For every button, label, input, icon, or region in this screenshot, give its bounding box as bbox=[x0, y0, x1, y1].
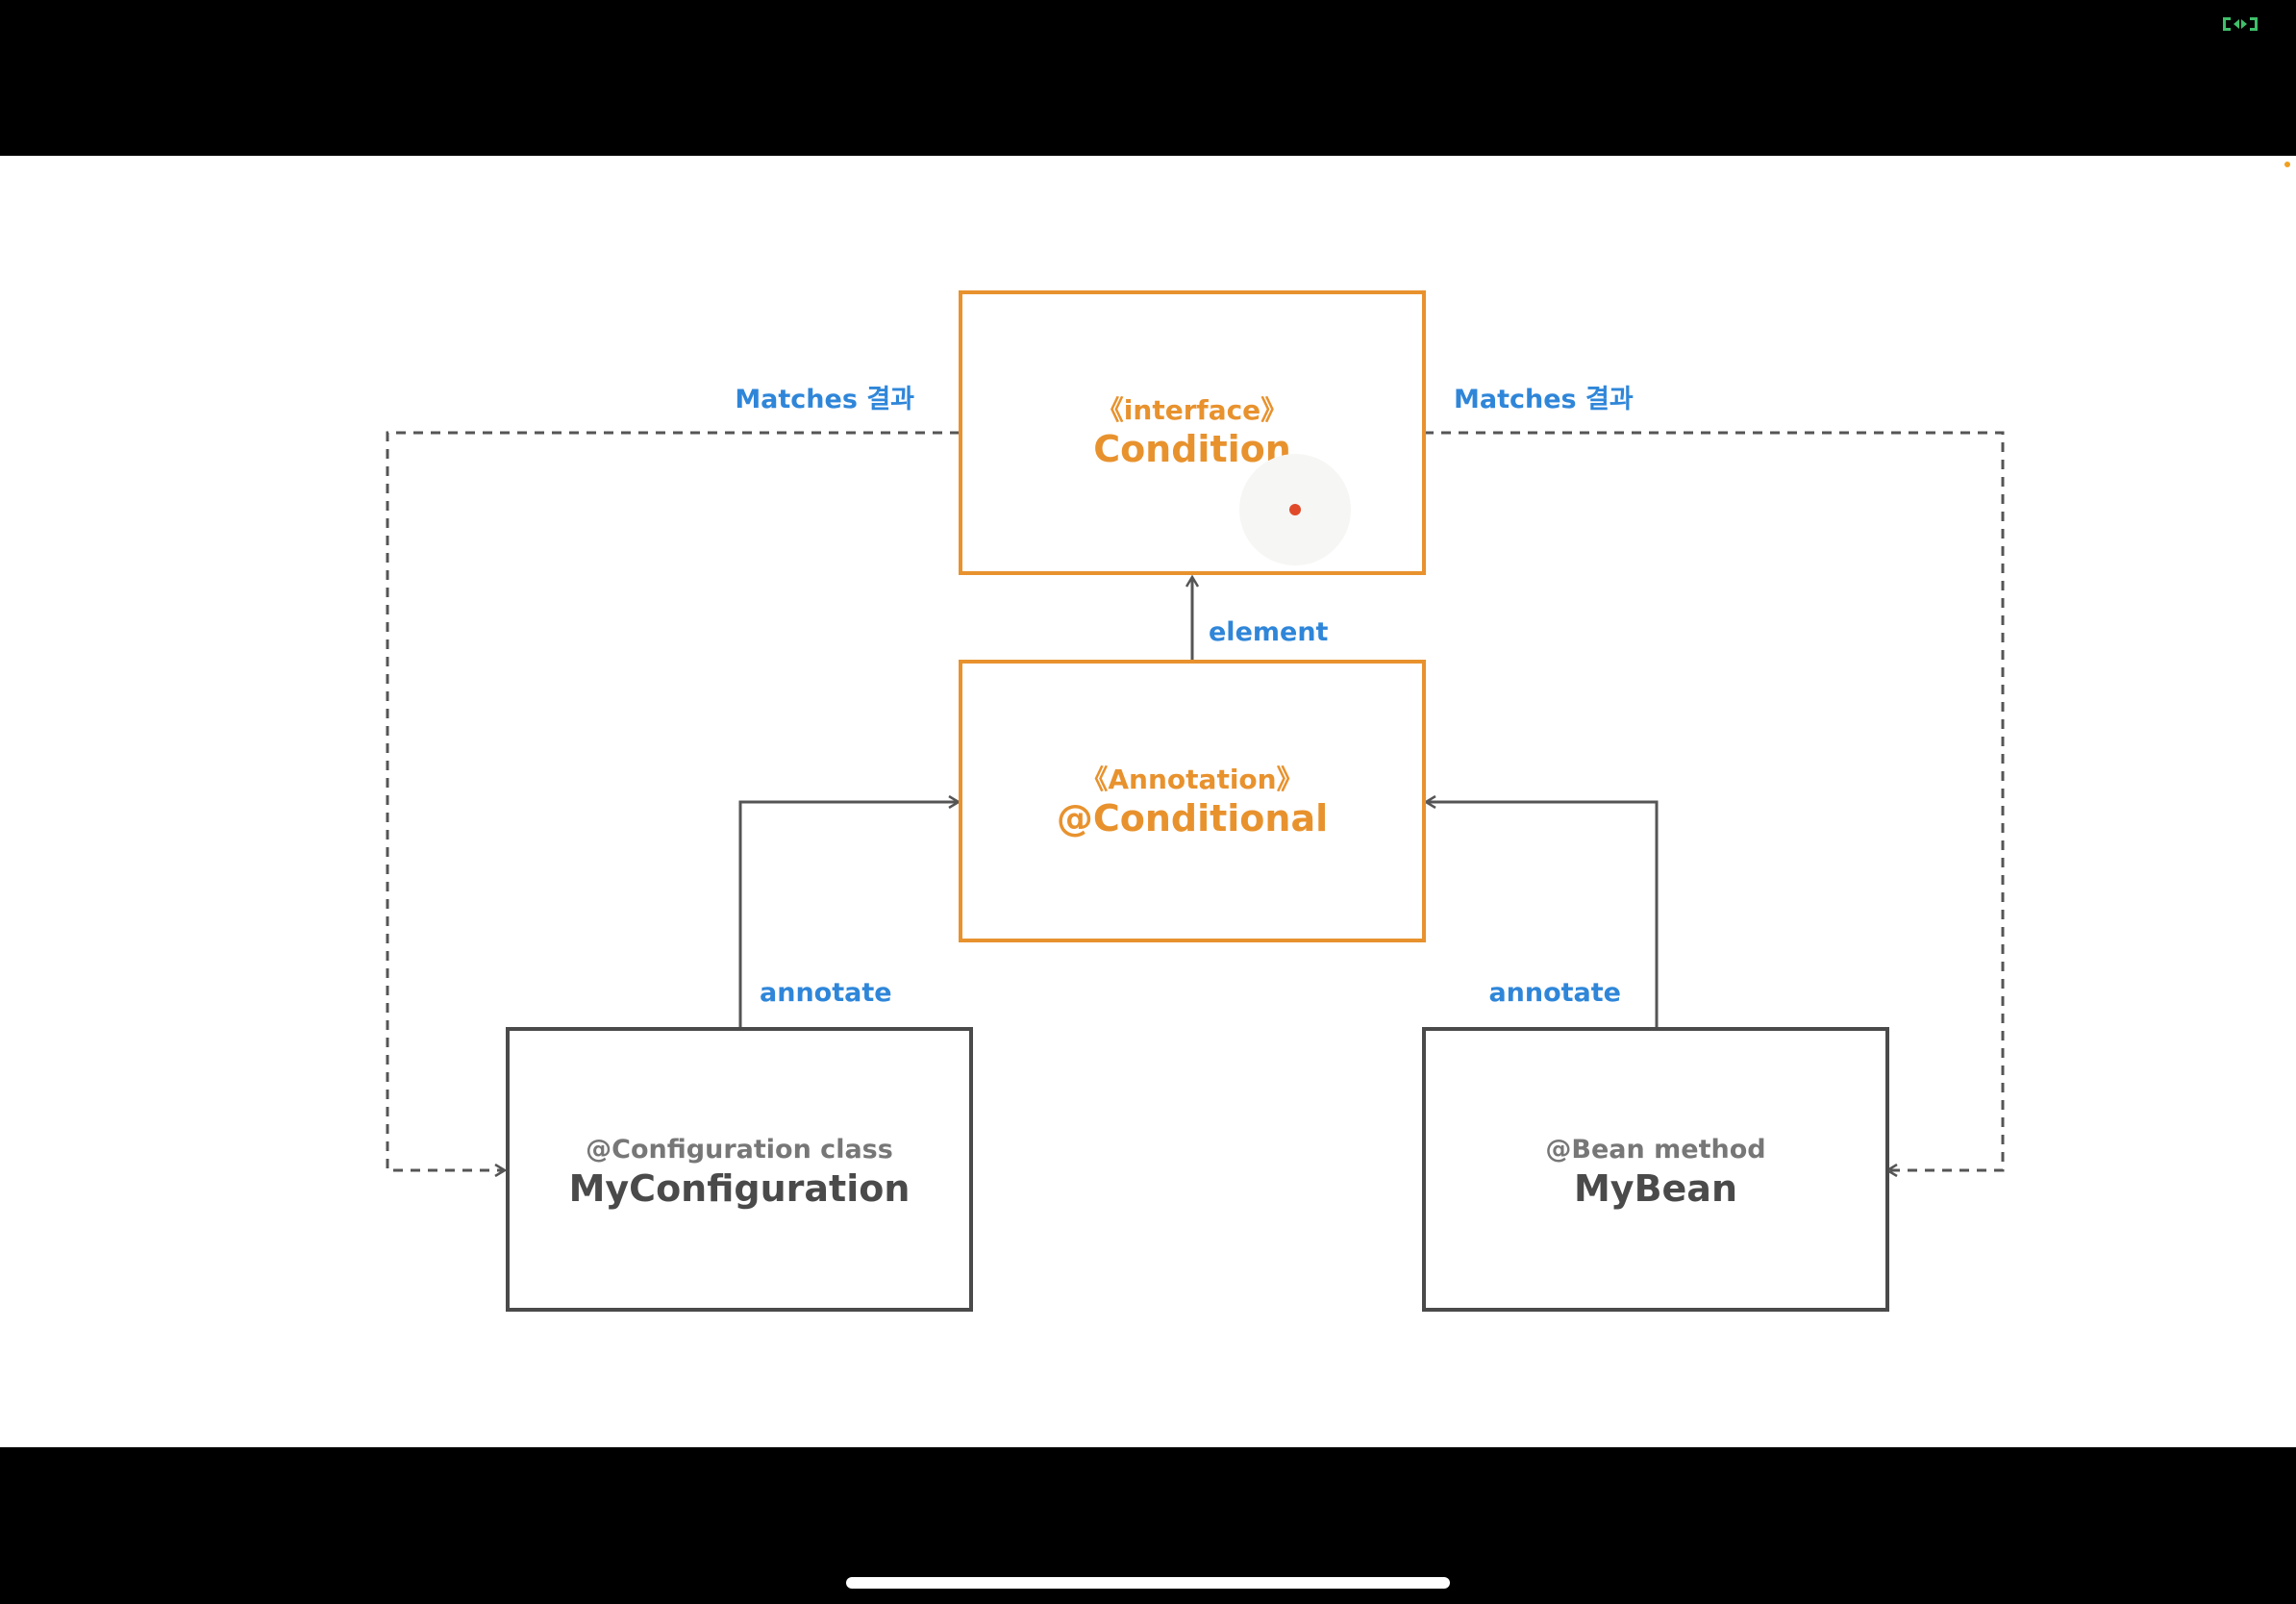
matches-left-label: Matches 결과 bbox=[735, 385, 914, 414]
matches-right-label: Matches 결과 bbox=[1454, 385, 1634, 414]
conditional-title: @Conditional bbox=[1057, 797, 1328, 840]
element-label: element bbox=[1209, 617, 1329, 647]
fullscreen-icon[interactable] bbox=[2221, 15, 2259, 33]
my-configuration-stereotype: @Configuration class bbox=[586, 1135, 893, 1165]
annotate-left-label: annotate bbox=[760, 978, 892, 1008]
my-bean-title: MyBean bbox=[1574, 1167, 1737, 1210]
annotate-right-edge bbox=[1426, 802, 1659, 1029]
matches-left-edge bbox=[386, 431, 960, 1170]
my-bean-stereotype: @Bean method bbox=[1545, 1135, 1765, 1165]
top-bar bbox=[0, 0, 2296, 156]
my-configuration-box: @Configuration class MyConfiguration bbox=[506, 1027, 973, 1312]
conditional-box: 《Annotation》 @Conditional bbox=[959, 660, 1426, 942]
pointer-cursor bbox=[1239, 454, 1351, 565]
home-indicator[interactable] bbox=[846, 1577, 1450, 1589]
condition-box: 《interface》 Condition bbox=[959, 290, 1426, 575]
matches-right-edge bbox=[1424, 431, 2005, 1170]
my-bean-box: @Bean method MyBean bbox=[1422, 1027, 1889, 1312]
annotate-right-label: annotate bbox=[1488, 978, 1621, 1008]
condition-title: Condition bbox=[1093, 428, 1291, 470]
conditional-stereotype: 《Annotation》 bbox=[1081, 764, 1303, 795]
condition-stereotype: 《interface》 bbox=[1097, 394, 1287, 426]
slide-edge-marker bbox=[2284, 162, 2290, 167]
annotate-left-edge bbox=[738, 802, 959, 1029]
my-configuration-title: MyConfiguration bbox=[569, 1167, 911, 1210]
